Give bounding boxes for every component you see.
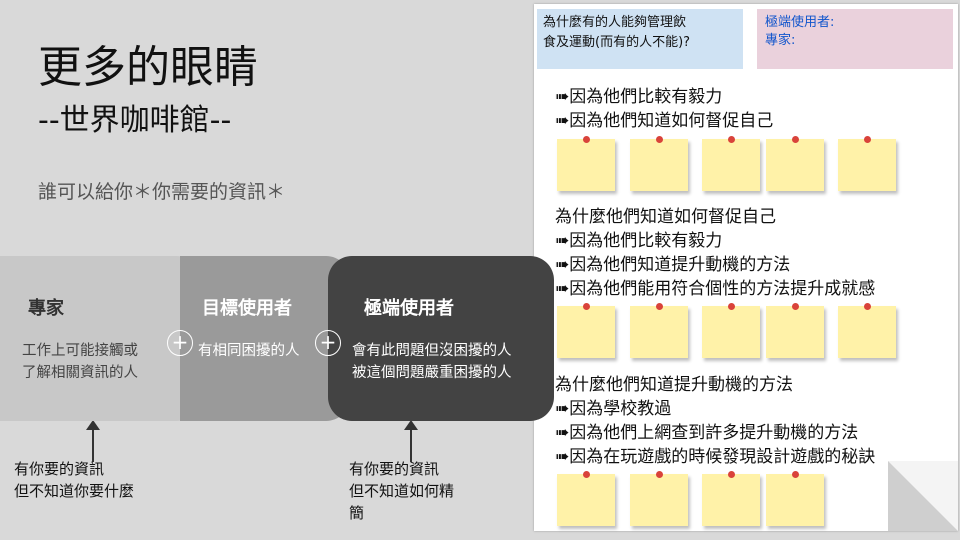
sticky-note-icon xyxy=(766,303,824,358)
expert-line-1: 工作上可能接觸或 xyxy=(22,343,138,359)
extreme-user-box: 極端使用者 會有此問題但沒困擾的人 被這個問題嚴重困擾的人 xyxy=(328,256,554,421)
reason-item: ➠因為他們能用符合個性的方法提升成就感 xyxy=(555,279,876,299)
expert-box: 專家 工作上可能接觸或 了解相關資訊的人 xyxy=(0,256,200,421)
question-item: 為什麼他們知道如何督促自己 xyxy=(555,207,776,227)
question-line-1: 為什麼有的人能夠管理飲 xyxy=(543,15,687,30)
sticky-note-icon xyxy=(838,136,896,191)
note-line: 但不知道你要什麼 xyxy=(14,482,135,500)
question-line-2: 食及運動(而有的人不能)? xyxy=(543,35,691,50)
reason-item: ➠因為他們上網查到許多提升動機的方法 xyxy=(555,423,859,443)
extreme-line-1: 會有此問題但沒困擾的人 xyxy=(352,343,512,359)
sticky-note-icon xyxy=(630,303,688,358)
expert-heading: 專家 xyxy=(28,298,64,319)
subtitle-question: 誰可以給你＊你需要的資訊＊ xyxy=(38,181,286,203)
role-line-2: 專家: xyxy=(765,33,796,48)
reason-item: ➠因為他們知道提升動機的方法 xyxy=(555,255,791,275)
question-item: 為什麼他們知道提升動機的方法 xyxy=(555,375,793,395)
sticky-note-icon xyxy=(702,136,760,191)
sticky-note-icon xyxy=(838,303,896,358)
up-arrow-icon xyxy=(86,420,100,462)
reason-item: ➠因為在玩遊戲的時候發現設計遊戲的秘訣 xyxy=(555,447,876,467)
target-user-heading: 目標使用者 xyxy=(202,298,292,319)
extreme-user-heading: 極端使用者 xyxy=(364,298,454,319)
sticky-note-icon xyxy=(557,136,615,191)
sticky-note-icon xyxy=(630,136,688,191)
page-subtitle: --世界咖啡館-- xyxy=(38,103,232,138)
target-user-description: 有相同困擾的人 xyxy=(198,340,300,362)
note-line: 簡 xyxy=(349,504,365,522)
reason-item: ➠因為學校教過 xyxy=(555,399,672,419)
sticky-note-icon xyxy=(702,303,760,358)
expert-note: 有你要的資訊 但不知道你要什麼 xyxy=(14,458,134,502)
extreme-line-2: 被這個問題嚴重困擾的人 xyxy=(352,365,512,381)
reason-item: ➠因為他們知道如何督促自己 xyxy=(555,111,774,131)
reason-item: ➠因為他們比較有毅力 xyxy=(555,87,723,107)
expert-description: 工作上可能接觸或 了解相關資訊的人 xyxy=(22,340,138,384)
extreme-note: 有你要的資訊 但不知道如何精 簡 xyxy=(349,458,454,524)
sticky-note-icon xyxy=(557,303,615,358)
sticky-note-icon xyxy=(766,471,824,526)
expert-line-2: 了解相關資訊的人 xyxy=(22,365,138,381)
target-user-box: 目標使用者 有相同困擾的人 xyxy=(180,256,350,421)
page-title: 更多的眼睛 xyxy=(38,42,258,93)
note-line: 有你要的資訊 xyxy=(14,460,105,478)
plus-circle-icon: + xyxy=(167,330,193,356)
sticky-note-icon xyxy=(702,471,760,526)
up-arrow-icon xyxy=(404,420,418,462)
page-curl-corner xyxy=(888,461,958,531)
sticky-note-icon xyxy=(630,471,688,526)
extreme-user-description: 會有此問題但沒困擾的人 被這個問題嚴重困擾的人 xyxy=(352,340,512,384)
role-box: 極端使用者: 專家: xyxy=(757,9,953,69)
target-line-1: 有相同困擾的人 xyxy=(198,343,300,359)
worksheet-paper: 為什麼有的人能夠管理飲 食及運動(而有的人不能)? 極端使用者: 專家: ➠因為… xyxy=(534,4,958,531)
note-line: 但不知道如何精 xyxy=(349,482,455,500)
note-line: 有你要的資訊 xyxy=(349,460,440,478)
sticky-note-icon xyxy=(766,136,824,191)
reason-item: ➠因為他們比較有毅力 xyxy=(555,231,723,251)
plus-circle-icon: + xyxy=(315,330,341,356)
sticky-note-icon xyxy=(557,471,615,526)
role-line-1: 極端使用者: xyxy=(765,15,835,30)
question-box: 為什麼有的人能夠管理飲 食及運動(而有的人不能)? xyxy=(537,9,743,69)
